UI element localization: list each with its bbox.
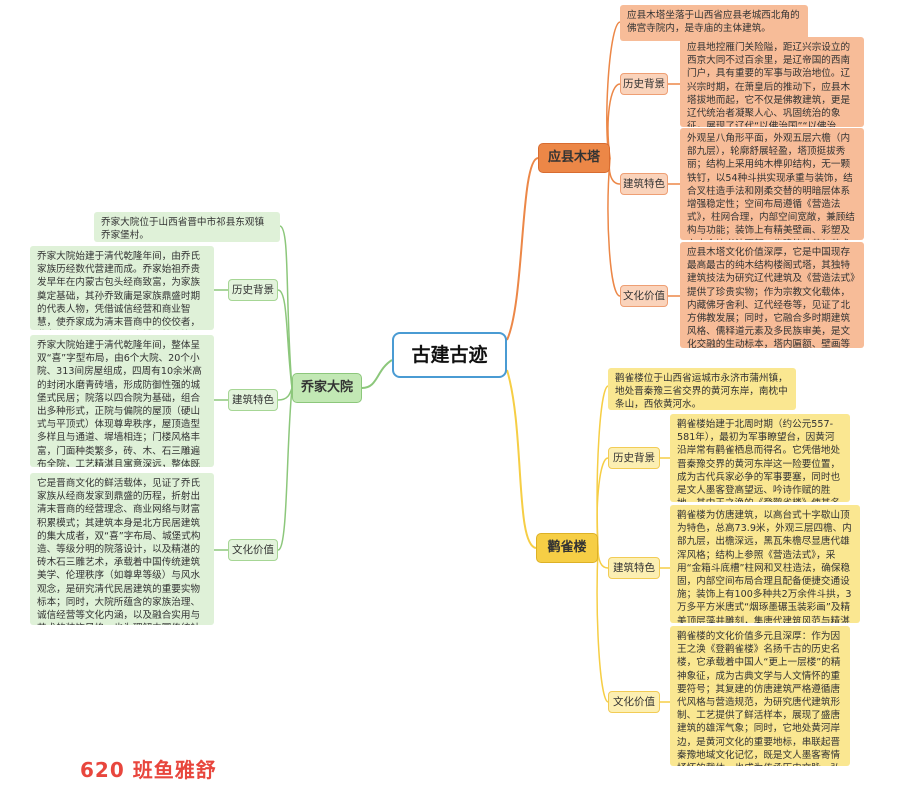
author-signature: 620 班鱼雅舒 <box>80 758 217 782</box>
link-qiao-intro <box>279 225 293 389</box>
yingxian-history-label[interactable]: 历史背景 <box>620 73 668 95</box>
guanque-value-label[interactable]: 文化价值 <box>608 691 660 713</box>
link-center-qiao <box>361 359 393 389</box>
guanque-intro: 鹳雀楼位于山西省运城市永济市蒲州镇，地处晋秦豫三省交界的黄河东岸，南枕中条山，西… <box>608 368 796 410</box>
link-center-yingxian <box>506 157 539 341</box>
guanque-features-label[interactable]: 建筑特色 <box>608 557 660 579</box>
link-yingxian-value <box>607 157 621 297</box>
qiao-intro: 乔家大院位于山西省晋中市祁县东观镇乔家堡村。 <box>94 212 280 242</box>
qiao-value-label[interactable]: 文化价值 <box>228 539 278 561</box>
guanque-history-label[interactable]: 历史背景 <box>608 447 660 469</box>
yingxian-features-label[interactable]: 建筑特色 <box>620 173 668 195</box>
link-qiao-value <box>277 387 293 551</box>
qiao-value-detail: 它是晋商文化的鲜活载体，见证了乔氏家族从经商发家到鼎盛的历程，折射出清末晋商的经… <box>30 473 214 625</box>
yingxian-features-detail: 外观呈八角形平面，外观五层六檐（内部九层），轮廓舒展轻盈，塔顶挺拔秀丽；结构上采… <box>680 128 864 240</box>
link-qiao-features <box>277 387 293 401</box>
link-qiao-history <box>277 289 293 389</box>
branch-guanque[interactable]: 鹳雀楼 <box>536 533 598 563</box>
link-guanque-features <box>597 547 609 569</box>
yingxian-intro: 应县木塔坐落于山西省应县老城西北角的佛宫寺院内，是寺庙的主体建筑。 <box>620 5 808 41</box>
link-guanque-value <box>596 547 609 703</box>
yingxian-value-detail: 应县木塔文化价值深厚，它是中国现存最高最古的纯木结构楼阁式塔，其独特建筑技法为研… <box>680 242 864 348</box>
qiao-features-label[interactable]: 建筑特色 <box>228 389 278 411</box>
guanque-features-detail: 鹳雀楼为仿唐建筑，以高台式十字歇山顶为特色，总高73.9米，外观三层四檐、内部九… <box>670 505 860 623</box>
guanque-history-detail: 鹳雀楼始建于北周时期（约公元557-581年），最初为军事瞭望台，因黄河沿岸常有… <box>670 414 850 502</box>
link-guanque-history <box>596 457 609 549</box>
branch-qiao[interactable]: 乔家大院 <box>292 373 362 403</box>
link-yingxian-features <box>608 157 621 185</box>
yingxian-value-label[interactable]: 文化价值 <box>620 285 668 307</box>
guanque-value-detail: 鹳雀楼的文化价值多元且深厚：作为因王之涣《登鹳雀楼》名扬千古的历史名楼，它承载着… <box>670 626 850 766</box>
qiao-history-label[interactable]: 历史背景 <box>228 279 278 301</box>
qiao-history-detail: 乔家大院始建于清代乾隆年间，由乔氏家族历经数代营建而成。乔家始祖乔贵发早年在内蒙… <box>30 246 214 330</box>
qiao-features-detail: 乔家大院始建于清代乾隆年间，整体呈双“喜”字型布局，由6个大院、20个小院、31… <box>30 335 214 467</box>
center-node[interactable]: 古建古迹 <box>392 332 507 378</box>
branch-yingxian[interactable]: 应县木塔 <box>538 143 610 173</box>
link-center-guanque <box>506 369 537 549</box>
yingxian-history-detail: 应县地控雁门关险隘，距辽兴宗设立的西京大同不过百余里，是辽帝国的西南门户，具有重… <box>680 37 864 127</box>
